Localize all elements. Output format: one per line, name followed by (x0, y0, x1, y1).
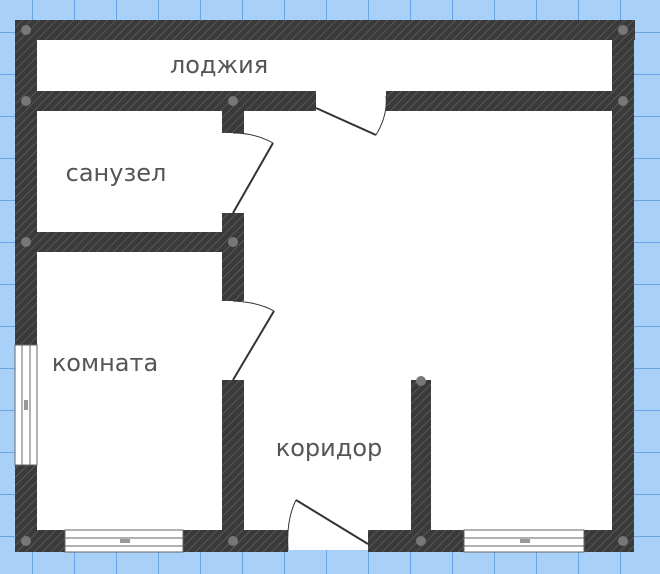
bathroom-wall-upper (222, 91, 244, 133)
outer-wall-top (15, 20, 635, 40)
door-bathroom (232, 132, 274, 214)
floor (22, 24, 634, 550)
window-left (14, 344, 38, 466)
door-entrance (287, 499, 369, 551)
window-bottom-left (64, 529, 184, 553)
windows (14, 344, 585, 553)
bathroom-wall-lower (222, 213, 244, 301)
loggia-wall-left (15, 91, 316, 111)
label-loggia: лоджия (170, 51, 268, 79)
outer-wall-bottom-4 (584, 530, 634, 552)
corridor-wall (411, 380, 431, 552)
label-room: комната (52, 349, 158, 377)
doors (232, 95, 387, 551)
door-loggia (315, 95, 387, 136)
loggia-wall-right (386, 91, 634, 111)
outer-wall-right (612, 20, 634, 552)
wall-joints (21, 25, 628, 546)
door-room (232, 300, 275, 381)
label-bathroom: санузел (66, 159, 167, 187)
outer-wall-bottom-1 (15, 530, 65, 552)
walls (15, 20, 635, 552)
bathroom-wall-bottom (15, 232, 244, 252)
window-bottom-right (463, 529, 585, 553)
room-wall (222, 380, 244, 552)
label-corridor: коридор (276, 434, 383, 462)
